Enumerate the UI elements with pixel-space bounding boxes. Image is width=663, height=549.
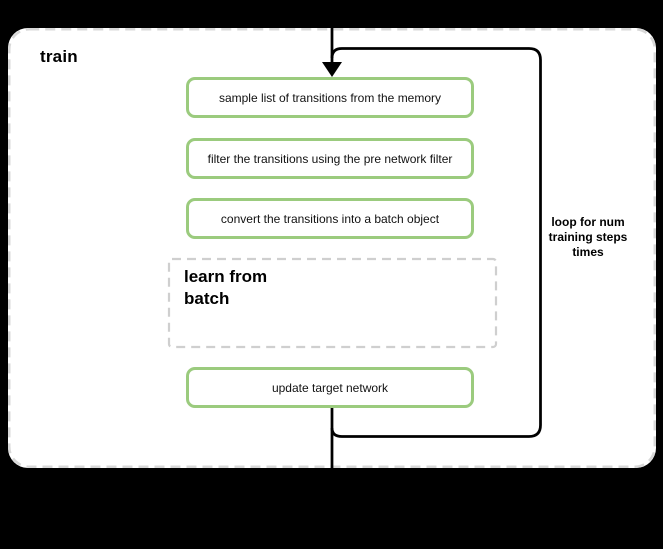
subprocess-label-line-2: batch (184, 289, 230, 308)
step-filter-transitions: filter the transitions using the pre net… (186, 138, 474, 179)
loop-annotation-line-1: loop for num (551, 215, 625, 229)
loop-annotation-line-3: times (572, 245, 604, 259)
step-label: sample list of transitions from the memo… (218, 90, 442, 105)
step-convert-batch: convert the transitions into a batch obj… (186, 198, 474, 239)
step-label: update target network (271, 380, 389, 395)
loop-annotation: loop for num training steps times (540, 215, 636, 260)
step-label: convert the transitions into a batch obj… (220, 211, 440, 226)
subprocess-label-line-1: learn from (184, 267, 268, 286)
step-update-target-network: update target network (186, 367, 474, 408)
subprocess-learn-from-batch: learn from batch (184, 266, 484, 310)
step-label: filter the transitions using the pre net… (207, 151, 453, 166)
step-sample-transitions: sample list of transitions from the memo… (186, 77, 474, 118)
loop-annotation-line-2: training steps (548, 230, 628, 244)
container-title: train (40, 47, 78, 66)
